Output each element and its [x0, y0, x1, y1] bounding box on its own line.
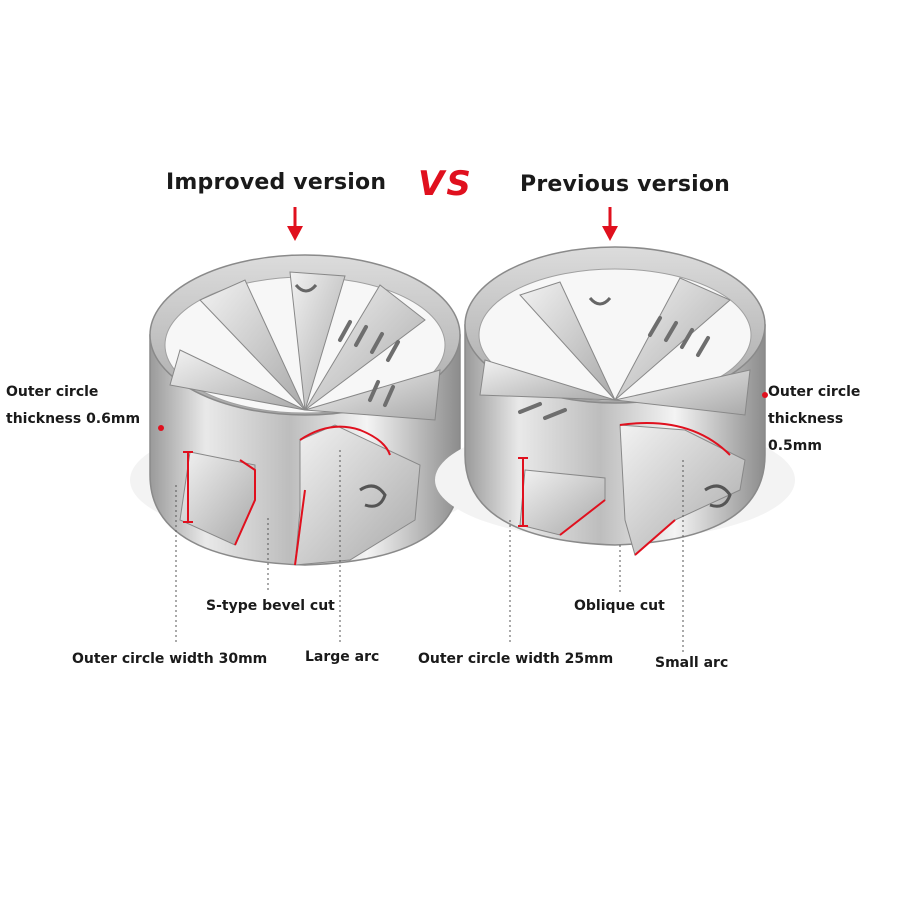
left-hook-slot: [294, 283, 318, 293]
left-blade: [289, 271, 346, 411]
right-blade: [614, 277, 731, 401]
left-vent-slots: [338, 320, 400, 407]
left-blade: [199, 279, 306, 411]
right-thickness-label: Outer circle thickness 0.5mm: [768, 379, 900, 460]
right-hook-slot: [704, 484, 732, 508]
right-small-arc-outline: [619, 422, 731, 456]
right-width-label: Outer circle width 25mm: [418, 651, 614, 667]
right-vent-slots: [518, 316, 710, 420]
right-thickness-dot: [762, 392, 768, 398]
previous-stove-image: [435, 246, 795, 652]
left-arc-edge: [294, 489, 306, 566]
vs-label: VS: [418, 164, 473, 204]
right-blade: [614, 369, 751, 416]
left-leader-lines: [175, 450, 341, 645]
small-arc-label: Small arc: [655, 655, 729, 671]
right-oblique-cut-outline: [559, 499, 606, 536]
down-arrow-icon: [287, 207, 303, 241]
left-s-cut-outline: [234, 459, 256, 546]
left-blade: [304, 284, 426, 411]
right-hook-slot: [588, 296, 612, 306]
down-arrow-icon: [602, 207, 618, 241]
left-thickness-line1: Outer circle: [6, 384, 99, 400]
improved-stove-image: [130, 254, 480, 645]
oblique-cut-label: Oblique cut: [574, 598, 665, 614]
previous-version-title: Previous version: [520, 172, 731, 197]
left-blade: [169, 349, 306, 411]
right-blade: [519, 281, 616, 401]
s-type-cut-label: S-type bevel cut: [206, 598, 335, 614]
left-thickness-label: Outer circle thickness 0.6mm: [6, 379, 140, 433]
left-thickness-dot: [158, 425, 164, 431]
right-thickness-line2: thickness 0.5mm: [768, 411, 844, 454]
left-hook-slot: [359, 484, 387, 508]
left-thickness-line2: thickness 0.6mm: [6, 411, 141, 427]
left-width-label: Outer circle width 30mm: [72, 651, 268, 667]
right-blade: [479, 359, 616, 401]
left-front-flap: [294, 424, 421, 566]
large-arc-label: Large arc: [305, 649, 380, 665]
left-large-arc-outline: [299, 425, 391, 456]
improved-version-title: Improved version: [166, 170, 387, 195]
right-arc-edge: [634, 519, 676, 556]
right-leader-lines: [509, 460, 684, 652]
right-thickness-line1: Outer circle: [768, 384, 861, 400]
